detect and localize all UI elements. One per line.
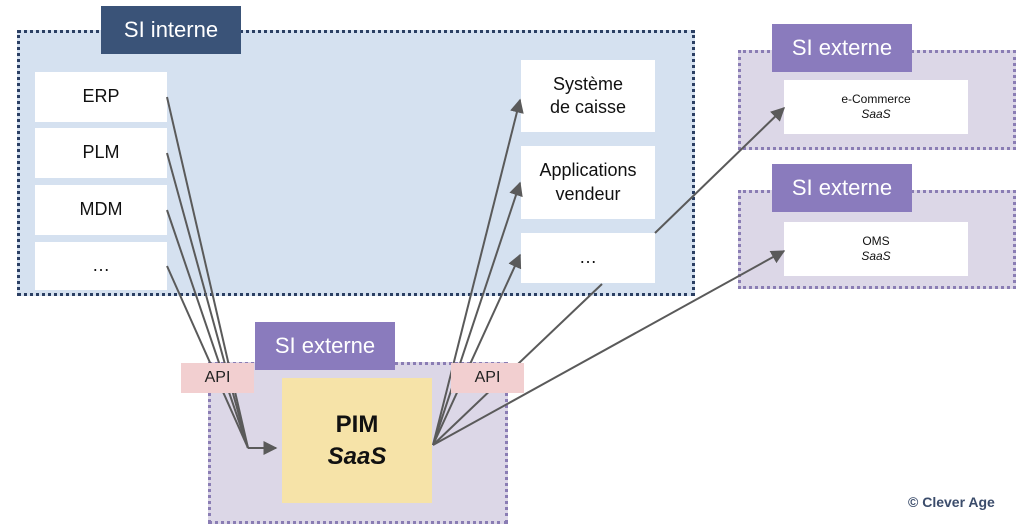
plm-box: PLM: [35, 128, 167, 178]
arrow-mdm-to-pim: [166, 209, 249, 449]
copyright-text: © Clever Age: [908, 494, 995, 510]
ecommerce-type: SaaS: [861, 107, 891, 121]
ecommerce-zone-label: SI externe: [772, 24, 912, 72]
other-internal-left-box: …: [35, 242, 167, 290]
si-interne-label: SI interne: [101, 6, 241, 54]
other-internal-right-label: …: [579, 247, 597, 268]
arrow-plm-to-pim: [166, 152, 249, 449]
other-internal-right-box: …: [521, 233, 655, 283]
arrow-pim-to-oms: [432, 250, 786, 446]
api-badge-inbound: API: [181, 363, 254, 393]
pim-zone-label: SI externe: [255, 322, 395, 370]
erp-label: ERP: [82, 86, 120, 107]
pim-box: PIM SaaS: [282, 378, 432, 503]
oms-name: OMS: [862, 234, 890, 248]
systeme-caisse-line1: Système: [552, 73, 624, 94]
arrow-to-ecommerce: [654, 107, 786, 234]
api-badge-outbound: API: [451, 363, 524, 393]
applications-vendeur-line1: Applications: [539, 160, 637, 181]
oms-box: OMS SaaS: [784, 222, 968, 276]
ecommerce-name: e-Commerce: [841, 92, 911, 106]
arrow-pim-to-caisse: [432, 98, 524, 446]
applications-vendeur-box: Applications vendeur: [521, 146, 655, 219]
ecommerce-box: e-Commerce SaaS: [784, 80, 968, 134]
arrow-pim-to-other: [432, 253, 522, 446]
pim-name: PIM: [335, 411, 379, 439]
arrow-erp-to-pim: [166, 96, 249, 449]
systeme-caisse-line2: de caisse: [549, 97, 627, 117]
pim-type: SaaS: [327, 442, 387, 470]
oms-type: SaaS: [861, 249, 891, 263]
applications-vendeur-line2: vendeur: [555, 183, 621, 204]
arrow-pim-to-vendeur: [432, 181, 523, 446]
plm-label: PLM: [82, 142, 120, 163]
oms-zone-label: SI externe: [772, 164, 912, 212]
systeme-caisse-box: Système de caisse: [521, 60, 655, 132]
mdm-label: MDM: [79, 199, 123, 220]
other-internal-left-label: …: [92, 255, 110, 276]
mdm-box: MDM: [35, 185, 167, 235]
arrow-other-to-pim: [166, 265, 249, 449]
erp-box: ERP: [35, 72, 167, 122]
